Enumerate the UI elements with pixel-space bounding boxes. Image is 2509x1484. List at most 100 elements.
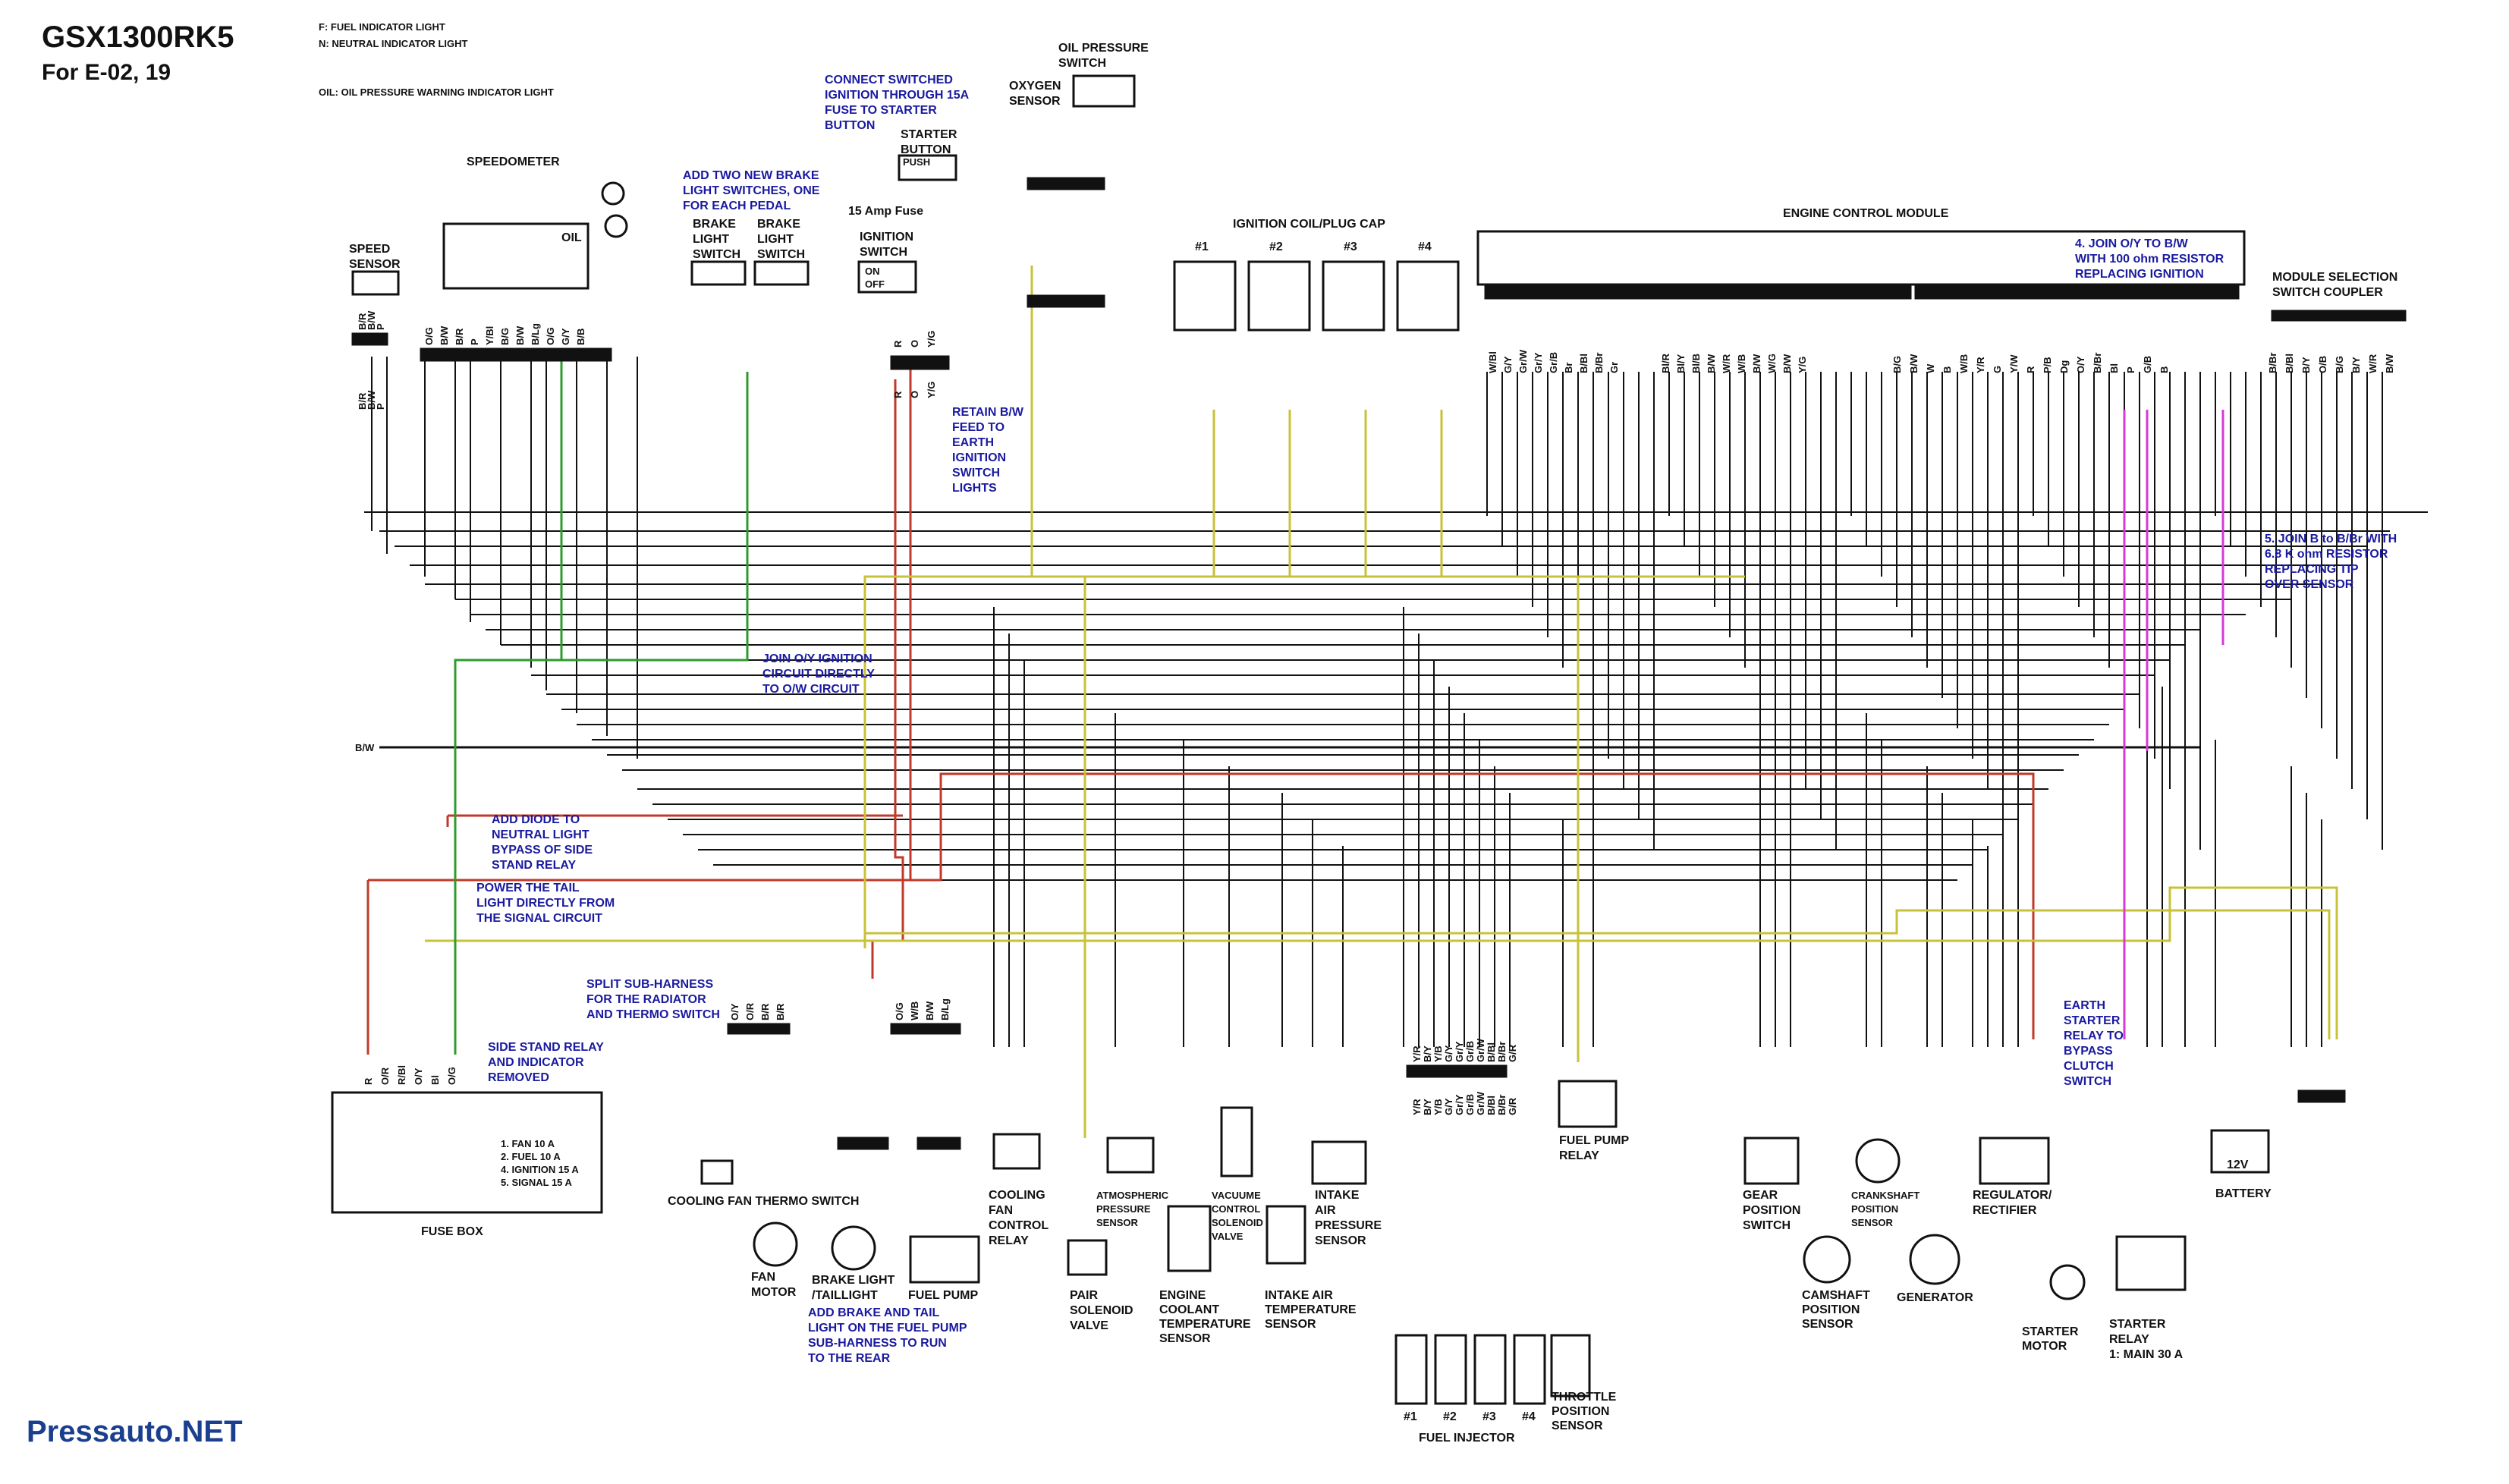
note-earth-starter: BYPASS [2064,1045,2113,1058]
ect-sensor-label: SENSOR [1159,1332,1211,1345]
brake-switch-label: LIGHT [757,233,794,246]
module-wire-code: B/Bl [2284,354,2295,373]
cylinder-label: #3 [1344,241,1357,253]
injector-wire-code: Y/R [1411,1045,1423,1062]
ignition-coil-box [1173,260,1237,332]
green-wire [454,372,749,1055]
note-brake-switches: ADD TWO NEW BRAKE [683,169,819,182]
red-wire [366,772,2035,1055]
cylinder-label: #2 [1269,241,1283,253]
note-earth-starter: SWITCH [2064,1075,2111,1088]
iat-sensor-label: TEMPERATURE [1265,1303,1357,1316]
injector-connector [1406,1064,1508,1078]
speedo-wire-code: O/G [545,327,556,345]
note-join-5: 5. JOIN B to B/Br WITH [2265,533,2397,545]
ecm-wire-code: Bl/R [1660,353,1671,373]
throttle-sensor-box [1550,1334,1591,1398]
brake-light-symbol [831,1225,876,1271]
speedometer-box [442,222,590,290]
note-join-4: REPLACING IGNITION [2075,268,2204,281]
fuel-injector-box [1473,1334,1507,1405]
cooling-wire-code: B/R [775,1003,786,1020]
iat-sensor-label: INTAKE AIR [1265,1289,1333,1302]
ignition-wire-code: Y/G [926,331,937,347]
iap-sensor-label: INTAKE [1315,1189,1360,1202]
ecm-wire-code: B/Bl [1578,354,1589,373]
note-add-brake: LIGHT ON THE FUEL PUMP [808,1322,967,1335]
ignition-coil-box [1396,260,1460,332]
module-wire-code: B/Br [2267,353,2278,373]
ignition-connector [890,355,950,370]
crank-sensor-label: CRANKSHAFT [1851,1190,1919,1201]
injector-wire-code: G/R [1507,1097,1518,1115]
camshaft-sensor-symbol [1803,1235,1851,1284]
note-join-5: OVER SENSOR [2265,578,2354,591]
vacuum-valve-label: VACUUME [1212,1190,1261,1201]
module-wire-code: B/G [2334,356,2345,373]
starter-motor-label: MOTOR [2022,1340,2067,1353]
brake-switch-box [690,260,747,286]
injector-number: #1 [1404,1410,1417,1423]
injector-wire-code: G/Y [1443,1098,1454,1115]
note-join-5: 6.8 K ohm RESISTOR [2265,548,2388,561]
injector-wire-code: Y/R [1411,1099,1423,1115]
injector-wire-code: B/Br [1496,1095,1508,1115]
fan-motor-label: MOTOR [751,1286,797,1299]
injector-number: #4 [1522,1410,1536,1423]
ect-sensor-box [1167,1205,1212,1272]
vacuum-valve-label: SOLENOID [1212,1217,1263,1228]
cooling-fan-relay-label: RELAY [989,1234,1029,1247]
note-diode: STAND RELAY [492,859,576,872]
starter-motor-label: STARTER [2022,1325,2079,1338]
ecm-wire-code: G [1992,366,2003,373]
fuel-injector-box [1513,1334,1546,1405]
ecm-wire-code: G/Y [1502,356,1514,373]
speedo-wire-code: B/Lg [530,323,541,345]
pair-valve-label: VALVE [1070,1319,1108,1332]
note-earth-starter: STARTER [2064,1014,2121,1027]
oxygen-lower-connector [1027,294,1105,308]
ignition-wire-code: Y/G [926,382,937,398]
throttle-sensor-label: SENSOR [1552,1420,1603,1432]
speedo-wire-code: P [469,338,480,345]
coil-cap-label: IGNITION COIL/PLUG CAP [1233,218,1385,231]
oil-pressure-switch-box [1072,74,1136,108]
iat-sensor-box [1266,1205,1306,1265]
yellow-wire [425,886,2338,1039]
fuse-box-wire-code: R [363,1077,374,1085]
green-wire [455,357,563,662]
speedometer-connector [420,347,612,362]
injector-wire-code: G/R [1507,1044,1518,1062]
vacuum-valve-label: CONTROL [1212,1203,1260,1215]
starter-relay-box [2115,1235,2187,1291]
note-diode: BYPASS OF SIDE [492,844,593,857]
ignition-wire-code: R [892,391,904,398]
note-diode: ADD DIODE TO [492,813,580,826]
battery-label: BATTERY [2215,1187,2272,1200]
ecm-wire-code: Bl/B [1690,354,1702,373]
cooling-fan-relay-label: FAN [989,1204,1013,1217]
ecm-wire-code: Gr/B [1548,352,1559,373]
fuse-box [331,1091,603,1214]
battery-voltage: 12V [2227,1159,2249,1171]
iap-sensor-label: PRESSURE [1315,1219,1382,1232]
fuse-rating: 5. SIGNAL 15 A [501,1177,573,1188]
note-add-brake: SUB-HARNESS TO RUN [808,1337,947,1350]
thermo-switch-box [700,1159,734,1185]
red-wire [871,379,904,979]
legend-f: F: FUEL INDICATOR LIGHT [319,21,445,33]
fuse-rating: 2. FUEL 10 A [501,1151,561,1162]
ecm-wire-code: W [1925,363,1936,373]
injector-number: #2 [1443,1410,1457,1423]
cylinder-label: #1 [1195,241,1209,253]
model-region: For E-02, 19 [42,60,171,85]
neutral-indicator-symbol [604,214,628,238]
ecm-wire-code: P/B [2042,357,2053,373]
ignition-switch-label: IGNITION [860,231,913,244]
speedo-wire-code: G/Y [560,328,571,345]
throttle-sensor-label: POSITION [1552,1405,1609,1418]
cooling-wire-code: O/Y [729,1003,740,1020]
brake-tail-connector [837,1137,889,1150]
fuse-box-label: FUSE BOX [421,1225,483,1238]
note-brake-switches: LIGHT SWITCHES, ONE [683,184,820,197]
